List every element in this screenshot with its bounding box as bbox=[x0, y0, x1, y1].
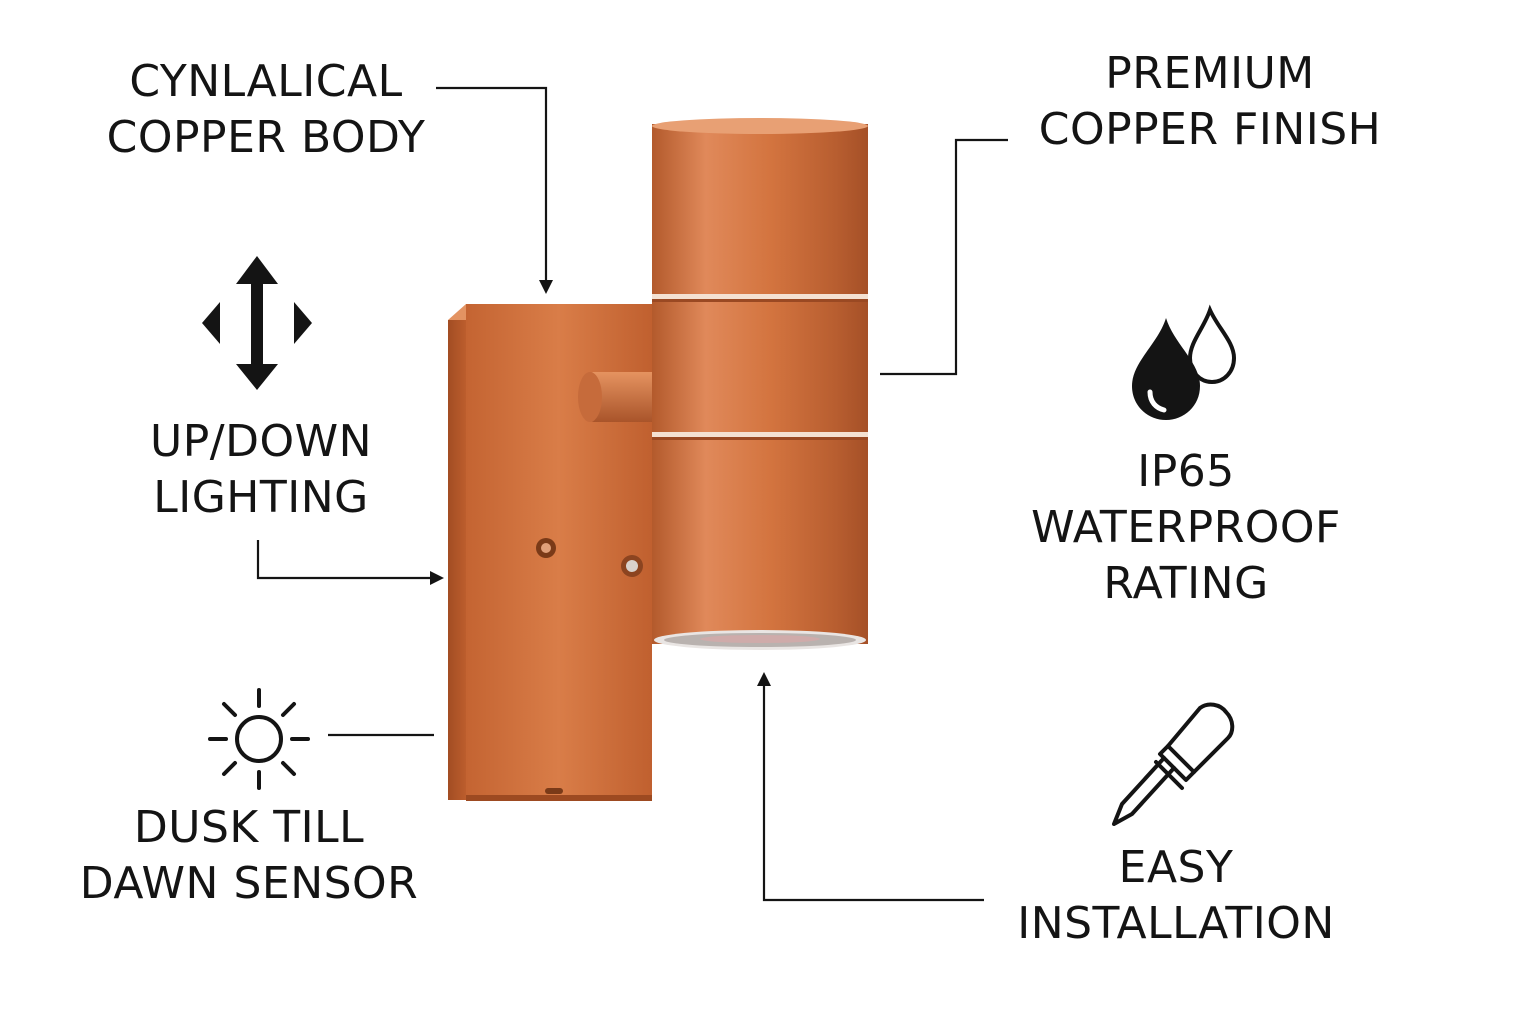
sun-icon bbox=[208, 688, 310, 790]
label-line: UP/DOWN bbox=[150, 416, 372, 467]
copper-cylinder bbox=[652, 118, 868, 650]
label-line: INSTALLATION bbox=[1017, 898, 1335, 949]
mounting-arm bbox=[578, 372, 660, 422]
label-line: RATING bbox=[1103, 558, 1269, 609]
label-line: WATERPROOF bbox=[1031, 502, 1341, 553]
label-line: COPPER BODY bbox=[106, 112, 426, 163]
callout-arrowheads bbox=[430, 280, 771, 686]
callout-lines bbox=[256, 86, 1008, 902]
label-line: LIGHTING bbox=[153, 472, 369, 523]
label-dusk-till-dawn: DUSK TILL DAWN SENSOR bbox=[62, 800, 436, 912]
label-line: CYNLALICAL bbox=[129, 56, 403, 107]
label-up-down-lighting: UP/DOWN LIGHTING bbox=[106, 414, 416, 526]
screwdriver-icon bbox=[1112, 702, 1235, 826]
up-down-arrows-icon bbox=[202, 256, 312, 390]
label-line: PREMIUM bbox=[1105, 48, 1315, 99]
label-line: COPPER FINISH bbox=[1038, 104, 1382, 155]
label-line: IP65 bbox=[1137, 446, 1235, 497]
label-copper-body: CYNLALICAL COPPER BODY bbox=[76, 54, 456, 166]
label-line: DUSK TILL bbox=[133, 802, 365, 853]
label-copper-finish: PREMIUM COPPER FINISH bbox=[1010, 46, 1410, 158]
label-line: EASY bbox=[1118, 842, 1234, 893]
label-line: DAWN SENSOR bbox=[79, 858, 419, 909]
water-drops-icon bbox=[1132, 304, 1237, 420]
label-ip65-waterproof: IP65 WATERPROOF RATING bbox=[1008, 444, 1364, 612]
label-easy-installation: EASY INSTALLATION bbox=[996, 840, 1356, 952]
